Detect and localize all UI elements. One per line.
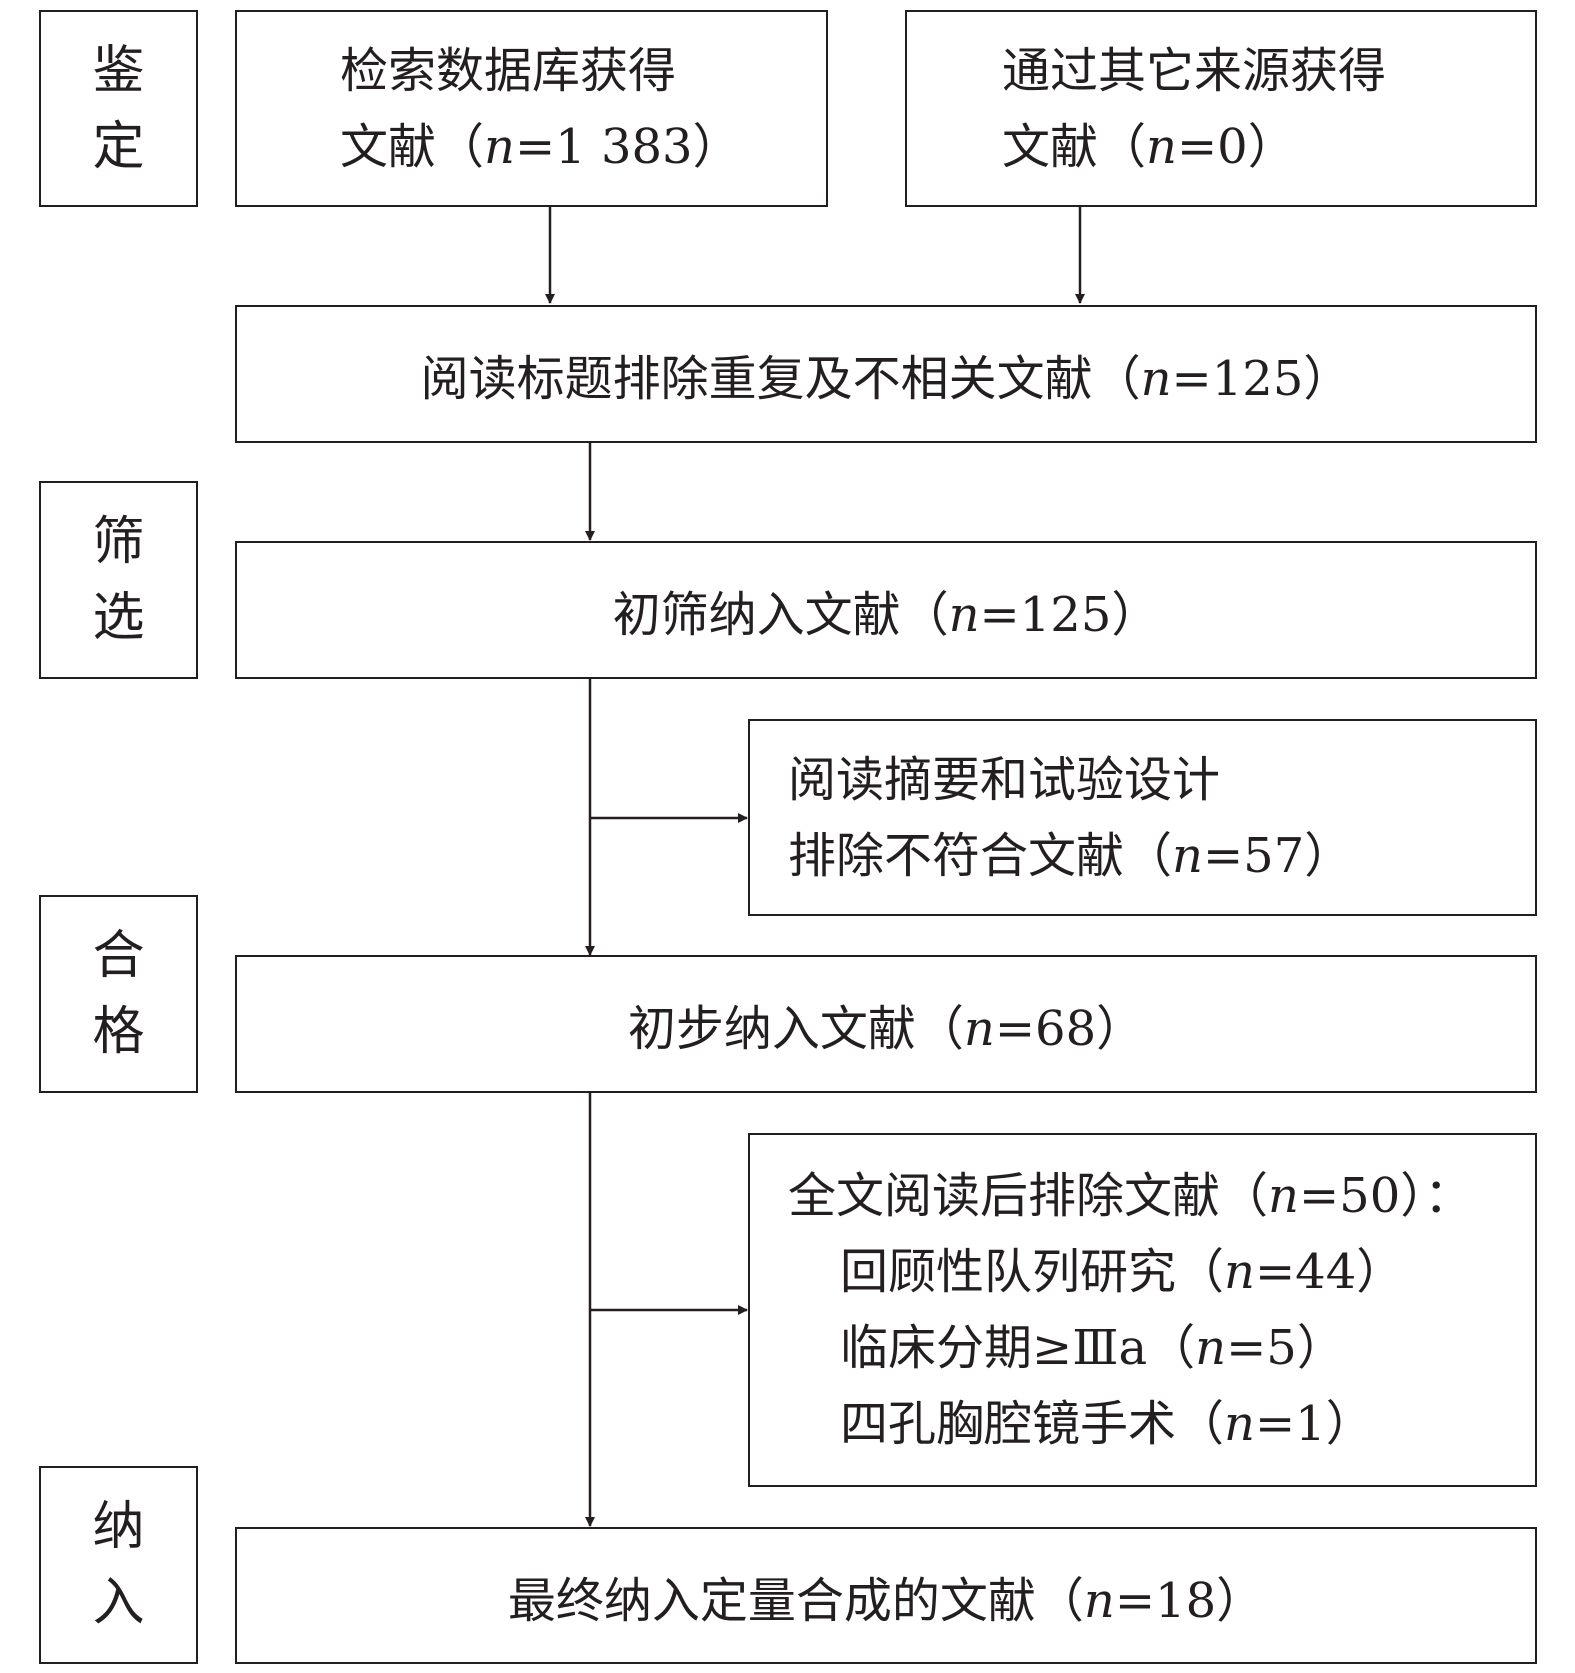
exclusion-reason-four-port: 四孔胸腔镜手术（n=1） <box>840 1396 1374 1452</box>
box-final-included: 最终纳入定量合成的文献（n=18） <box>235 1527 1537 1664</box>
box-initial-included: 初筛纳入文献（n=125） <box>235 541 1537 679</box>
stage-eligibility-char-1: 合 <box>92 926 145 986</box>
stage-included-char-2: 入 <box>92 1573 145 1633</box>
box-other-sources: 通过其它来源获得 文献（n=0） <box>905 10 1537 207</box>
box-abstract-exclusion: 阅读摘要和试验设计 排除不符合文献（n=57） <box>748 719 1537 916</box>
other-sources-line-1: 通过其它来源获得 <box>1002 42 1387 99</box>
box-database-records: 检索数据库获得 文献（n=1 383） <box>235 10 828 207</box>
other-sources-line-2: 文献（n=0） <box>1002 118 1296 175</box>
stage-included-char-1: 纳 <box>92 1497 145 1557</box>
initial-included-text: 初筛纳入文献（n=125） <box>612 587 1160 643</box>
final-included-text: 最终纳入定量合成的文献（n=18） <box>507 1572 1265 1629</box>
abstract-exclusion-line-1: 阅读摘要和试验设计 <box>788 751 1221 808</box>
database-line-2: 文献（n=1 383） <box>340 118 741 175</box>
stage-identification-char-2: 定 <box>92 116 145 177</box>
stage-screening-char-2: 选 <box>92 588 145 648</box>
box-title-screening: 阅读标题排除重复及不相关文献（n=125） <box>235 305 1537 443</box>
abstract-exclusion-line-2: 排除不符合文献（n=57） <box>788 827 1353 884</box>
stage-included: 纳 入 <box>39 1466 198 1664</box>
fulltext-exclusion-header: 全文阅读后排除文献（n=50）： <box>788 1168 1473 1224</box>
box-fulltext-exclusion: 全文阅读后排除文献（n=50）： 回顾性队列研究（n=44） 临床分期≥Ⅲa（n… <box>748 1133 1537 1487</box>
exclusion-reason-clinical-stage: 临床分期≥Ⅲa（n=5） <box>840 1320 1345 1376</box>
stage-screening: 筛 选 <box>39 481 198 679</box>
stage-eligibility: 合 格 <box>39 895 198 1093</box>
stage-eligibility-char-2: 格 <box>92 1002 145 1062</box>
preliminary-included-text: 初步纳入文献（n=68） <box>627 1001 1145 1057</box>
stage-identification: 鉴 定 <box>39 10 198 207</box>
exclusion-reason-retrospective: 回顾性队列研究（n=44） <box>840 1244 1405 1300</box>
database-line-1: 检索数据库获得 <box>340 42 677 99</box>
stage-screening-char-1: 筛 <box>92 512 145 572</box>
title-screening-text: 阅读标题排除重复及不相关文献（n=125） <box>420 351 1352 407</box>
stage-identification-char-1: 鉴 <box>92 40 145 101</box>
box-preliminary-included: 初步纳入文献（n=68） <box>235 955 1537 1093</box>
